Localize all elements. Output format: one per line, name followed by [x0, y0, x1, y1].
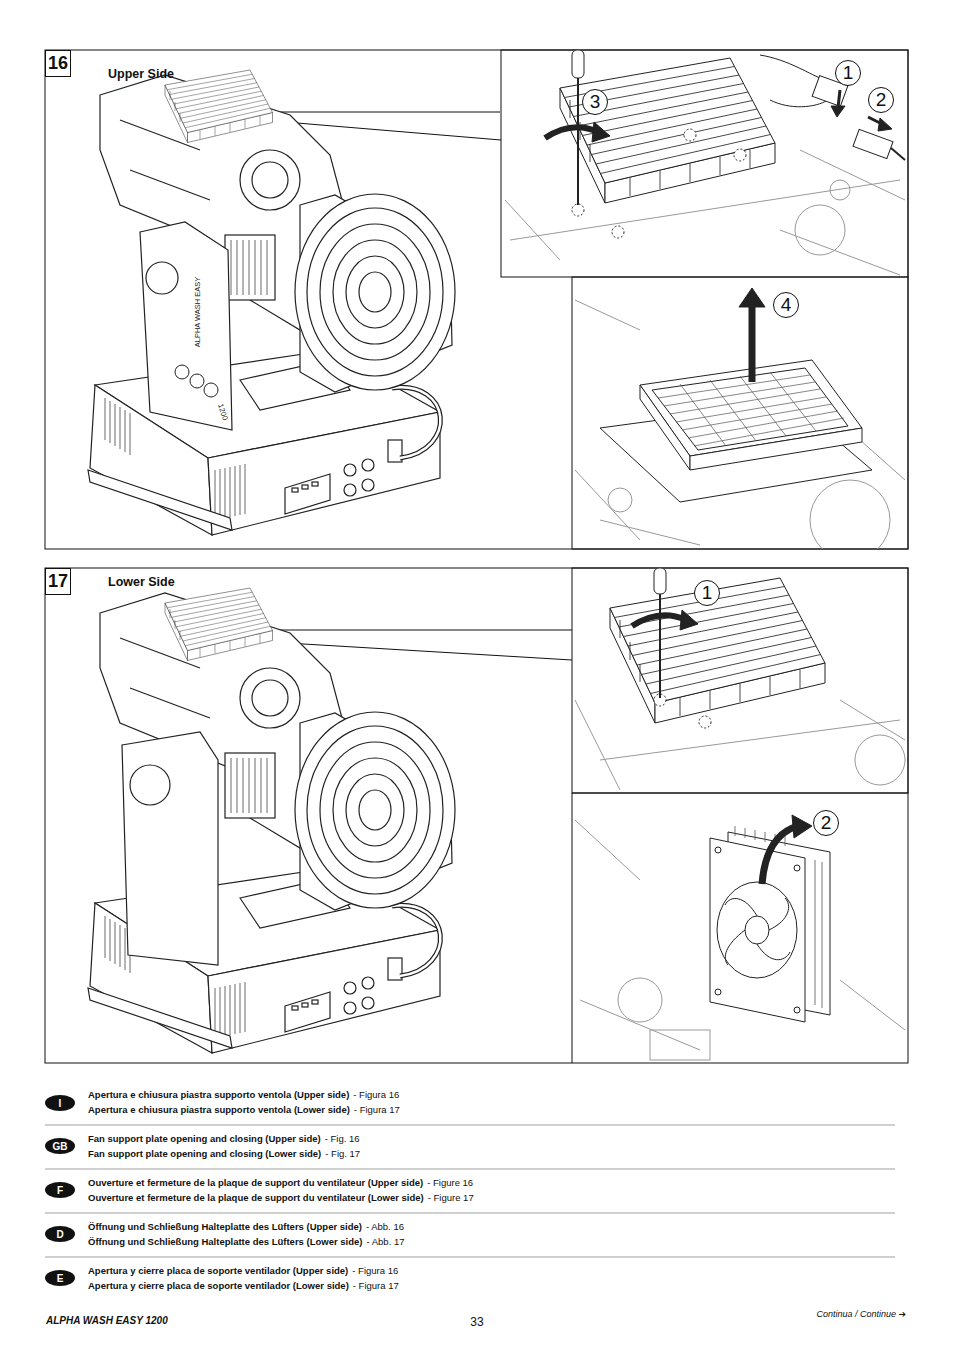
caption-title: Fan support plate opening and closing (L…: [88, 1148, 321, 1159]
language-badge: I: [45, 1095, 75, 1111]
caption-reference: - Figura 16: [353, 1089, 399, 1100]
callout-text: 1: [843, 62, 854, 84]
callout-number: 2: [813, 810, 839, 836]
caption-line: Ouverture et fermeture de la plaque de s…: [88, 1192, 474, 1203]
callout-text: 3: [590, 91, 601, 113]
caption-line: Apertura e chiusura piastra supporto ven…: [88, 1089, 399, 1100]
callout-number: 3: [582, 89, 608, 115]
callout-text: 17: [48, 571, 68, 592]
view-title: Lower Side: [108, 575, 175, 589]
caption-reference: - Abb. 16: [366, 1221, 404, 1232]
language-code: F: [57, 1185, 63, 1196]
figure-number: 16: [45, 50, 71, 77]
caption-line: Ouverture et fermeture de la plaque de s…: [88, 1177, 473, 1188]
caption-line: Apertura y cierre placa de soporte venti…: [88, 1280, 399, 1291]
caption-reference: - Figure 17: [428, 1192, 474, 1203]
callout-number: 1: [835, 60, 861, 86]
caption-line: Apertura y cierre placa de soporte venti…: [88, 1265, 398, 1276]
product-marking: ALPHA WASH EASY: [193, 276, 202, 349]
caption-line: Fan support plate opening and closing (U…: [88, 1133, 360, 1144]
caption-reference: - Figura 17: [353, 1280, 399, 1291]
caption-reference: - Figura 16: [352, 1265, 398, 1276]
callout-text: 16: [48, 53, 68, 74]
callout-text: 4: [781, 294, 792, 316]
callout-number: 2: [868, 87, 894, 113]
view-title: Upper Side: [108, 67, 174, 81]
caption-line: Apertura e chiusura piastra supporto ven…: [88, 1104, 400, 1115]
language-code: I: [59, 1098, 62, 1109]
caption-title: Öffnung und Schließung Halteplatte des L…: [88, 1221, 362, 1232]
caption-title: Fan support plate opening and closing (U…: [88, 1133, 321, 1144]
caption-title: Apertura e chiusura piastra supporto ven…: [88, 1089, 349, 1100]
callout-number: 4: [773, 292, 799, 318]
figure-number: 17: [45, 568, 71, 595]
language-badge: E: [45, 1270, 75, 1286]
continue-note: Continua / Continue ➔: [816, 1309, 906, 1319]
callout-text: 2: [876, 89, 887, 111]
caption-reference: - Figura 17: [354, 1104, 400, 1115]
caption-line: Öffnung und Schließung Halteplatte des L…: [88, 1221, 404, 1232]
callout-text: 1: [702, 582, 713, 604]
language-badge: F: [45, 1182, 75, 1198]
caption-reference: - Fig. 16: [325, 1133, 360, 1144]
language-code: GB: [53, 1141, 68, 1152]
caption-title: Apertura y cierre placa de soporte venti…: [88, 1280, 349, 1291]
caption-title: Ouverture et fermeture de la plaque de s…: [88, 1177, 423, 1188]
caption-title: Ouverture et fermeture de la plaque de s…: [88, 1192, 424, 1203]
language-code: E: [57, 1273, 64, 1284]
caption-line: Öffnung und Schließung Halteplatte des L…: [88, 1236, 405, 1247]
caption-reference: - Fig. 17: [325, 1148, 360, 1159]
language-code: D: [56, 1229, 63, 1240]
caption-line: Fan support plate opening and closing (L…: [88, 1148, 360, 1159]
caption-title: Apertura e chiusura piastra supporto ven…: [88, 1104, 350, 1115]
language-badge: D: [45, 1226, 75, 1242]
callout-text: 2: [821, 812, 832, 834]
caption-title: Öffnung und Schließung Halteplatte des L…: [88, 1236, 362, 1247]
page-number: 33: [470, 1315, 483, 1329]
language-badge: GB: [45, 1138, 75, 1154]
callout-number: 1: [694, 580, 720, 606]
caption-reference: - Abb. 17: [366, 1236, 404, 1247]
caption-title: Apertura y cierre placa de soporte venti…: [88, 1265, 348, 1276]
footer-title: ALPHA WASH EASY 1200: [46, 1315, 168, 1326]
caption-reference: - Figure 16: [427, 1177, 473, 1188]
